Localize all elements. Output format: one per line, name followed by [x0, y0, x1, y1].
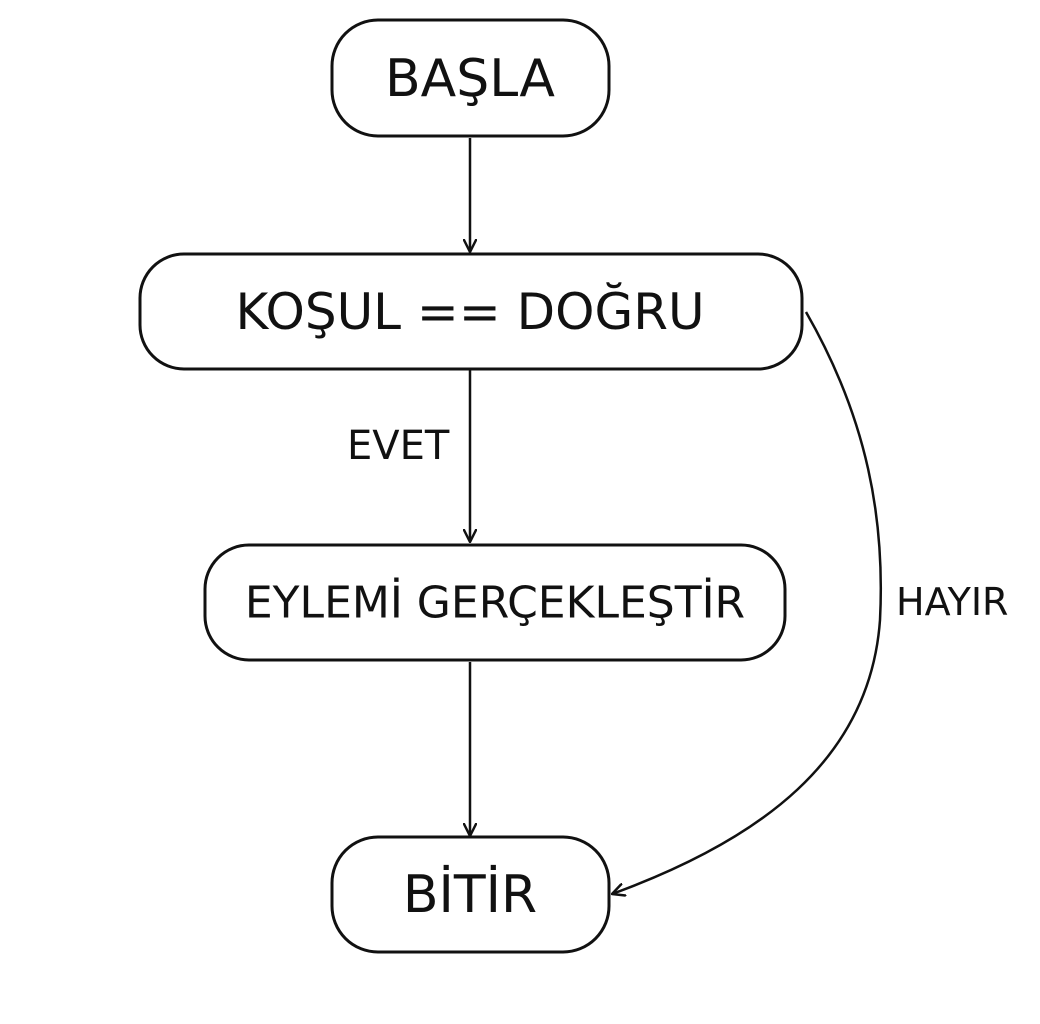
- node-end-shape: [330, 835, 611, 954]
- node-action-label: EYLEMİ GERÇEKLEŞTİR: [245, 577, 745, 629]
- node-condition-shape: [138, 252, 804, 371]
- node-end: BİTİR: [330, 835, 611, 954]
- arrow-condition-to-end: [612, 311, 883, 894]
- node-condition-label: KOŞUL == DOĞRU: [235, 282, 704, 341]
- edge-label-hayir: HAYIR: [896, 580, 1008, 624]
- node-action-shape: [203, 543, 787, 662]
- edge-condition-to-end: HAYIR: [612, 311, 1008, 894]
- node-start-shape: [330, 18, 611, 138]
- edge-condition-to-action: EVET: [347, 370, 470, 542]
- node-action: EYLEMİ GERÇEKLEŞTİR: [203, 543, 787, 662]
- node-end-label: BİTİR: [403, 864, 537, 925]
- edge-label-evet: EVET: [347, 423, 450, 469]
- node-start-label: BAŞLA: [385, 49, 555, 109]
- node-start: BAŞLA: [330, 18, 611, 138]
- node-condition: KOŞUL == DOĞRU: [138, 252, 804, 371]
